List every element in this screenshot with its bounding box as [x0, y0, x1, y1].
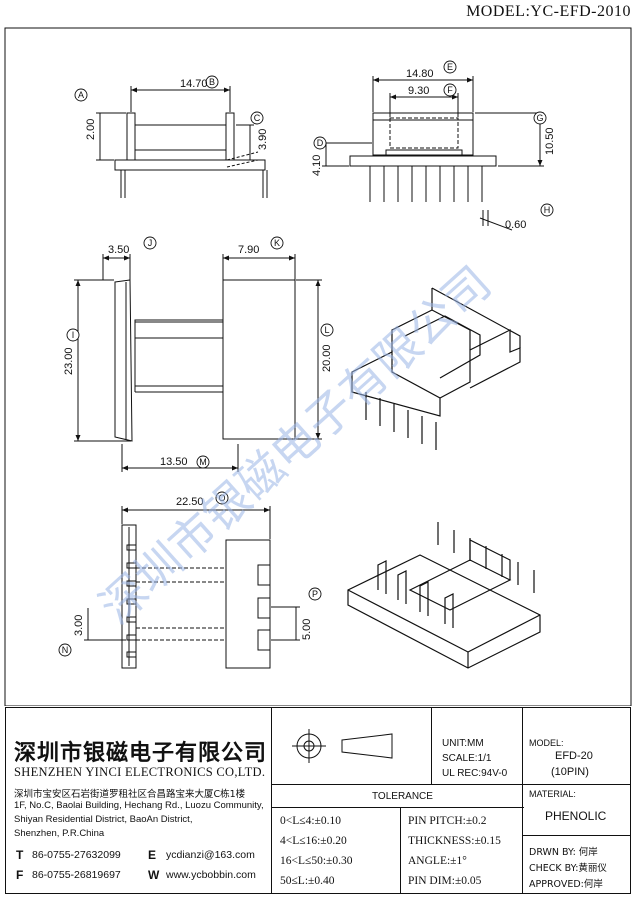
company-name-cn: 深圳市银磁电子有限公司 — [14, 741, 268, 766]
dim-m: 13.50 — [160, 456, 188, 468]
model-pins: (10PIN) — [551, 766, 589, 778]
callout-l: L — [324, 325, 329, 335]
address-en-1: 1F, No.C, Baolai Building, Hechang Rd., … — [14, 800, 264, 811]
email-label: E — [148, 848, 157, 862]
callout-e: E — [447, 62, 453, 72]
top-view — [74, 254, 322, 472]
callout-m: M — [199, 457, 207, 467]
dim-f: 9.30 — [408, 85, 429, 97]
tolerance-left-2: 4<L≤16:±0.20 — [280, 835, 347, 847]
title-block: 深圳市银磁电子有限公司 SHENZHEN YINCI ELECTRONICS C… — [5, 707, 631, 894]
address-en-2: Shiyan Residential District, BaoAn Distr… — [14, 814, 193, 825]
dim-p: 5.00 — [301, 619, 313, 640]
callout-g: G — [536, 113, 543, 123]
dim-o: 22.50 — [176, 496, 204, 508]
projection-symbol-box — [271, 708, 431, 785]
bottom-view — [84, 506, 300, 669]
signoff-box: DRWN BY: 何岸 CHECK BY:黄丽仪 APPROVED:何岸 — [522, 835, 630, 893]
dim-n: 3.00 — [73, 615, 85, 636]
tel-label: T — [16, 848, 24, 862]
dim-c: 3.90 — [257, 129, 269, 150]
company-name-en: SHENZHEN YINCI ELECTRONICS CO,LTD. — [14, 765, 266, 779]
unit-text: UNIT:MM — [442, 738, 484, 749]
dim-h: 0.60 — [505, 219, 526, 231]
callout-c: C — [254, 113, 261, 123]
model-value: EFD-20 — [555, 750, 593, 762]
callout-n: N — [62, 645, 69, 655]
fax-value: 86-0755-26819697 — [32, 869, 121, 881]
drawing-canvas: A B C D E F G H I J K L M N O P 14.70 2.00 3.90 14.80 9… — [4, 27, 632, 706]
dim-d: 4.10 — [311, 155, 323, 176]
company-box: 深圳市银磁电子有限公司 SHENZHEN YINCI ELECTRONICS C… — [6, 708, 272, 893]
tolerance-left-4: 50≤L:±0.40 — [280, 875, 335, 887]
tolerance-right-2: THICKNESS:±0.15 — [408, 835, 501, 847]
drawn-by: DRWN BY: 何岸 — [529, 847, 598, 858]
tolerance-right-1: PIN PITCH:±0.2 — [408, 815, 487, 827]
callout-a: A — [78, 90, 84, 100]
iso-view-bottom — [347, 522, 541, 669]
tolerance-left-1: 0<L≤4:±0.10 — [280, 815, 341, 827]
tolerance-left-3: 16<L≤50:±0.30 — [280, 855, 353, 867]
callout-o: O — [218, 493, 225, 503]
material-box: MATERIAL: PHENOLIC — [522, 784, 630, 836]
dim-k: 7.90 — [238, 244, 259, 256]
tolerance-header: TOLERANCE — [372, 791, 433, 802]
address-cn: 深圳市宝安区石岩街道罗租社区合昌路宝来大厦C栋1楼 — [14, 789, 246, 800]
dim-j: 3.50 — [108, 244, 129, 256]
dim-a: 2.00 — [85, 119, 97, 140]
iso-view-top — [351, 287, 521, 450]
tolerance-right-4: PIN DIM:±0.05 — [408, 875, 482, 887]
model-label: MODEL: — [529, 738, 564, 748]
material-value: PHENOLIC — [545, 809, 607, 823]
scale-text: SCALE:1/1 — [442, 753, 492, 764]
callout-j: J — [148, 238, 153, 248]
tolerance-right-3: ANGLE:±1° — [408, 855, 467, 867]
callout-h: H — [544, 205, 551, 215]
address-en-3: Shenzhen, P.R.China — [14, 828, 105, 839]
first-angle-projection-icon — [292, 729, 393, 763]
callout-p: P — [312, 589, 318, 599]
dim-e: 14.80 — [406, 68, 434, 80]
units-box: UNIT:MM SCALE:1/1 UL REC:94V-0 — [431, 708, 523, 785]
ul-text: UL REC:94V-0 — [442, 768, 508, 779]
web-label: W — [148, 868, 160, 882]
drawing-border — [4, 27, 632, 706]
callout-b: B — [209, 77, 215, 87]
callout-i: I — [72, 330, 75, 340]
front-view — [96, 86, 268, 198]
dim-i: 23.00 — [63, 347, 75, 375]
approved-by: APPROVED:何岸 — [529, 879, 603, 890]
web-value: www.ycbobbin.com — [166, 869, 256, 881]
dim-b: 14.70 — [180, 78, 208, 90]
email-value: ycdianzi@163.com — [166, 849, 255, 861]
tolerance-box: TOLERANCE 0<L≤4:±0.10 4<L≤16:±0.20 16<L≤… — [271, 784, 524, 894]
tel-value: 86-0755-27632099 — [32, 849, 121, 861]
material-label: MATERIAL: — [529, 789, 576, 799]
model-box: MODEL: EFD-20 (10PIN) — [522, 708, 630, 785]
callout-f: F — [447, 85, 453, 95]
callout-k: K — [274, 238, 280, 248]
dim-l: 20.00 — [321, 344, 333, 372]
callout-d: D — [317, 138, 324, 148]
dim-g: 10.50 — [544, 127, 556, 155]
side-view — [322, 76, 544, 231]
checked-by: CHECK BY:黄丽仪 — [529, 863, 607, 874]
fax-label: F — [16, 868, 24, 882]
model-title: MODEL:YC-EFD-2010 — [466, 3, 631, 20]
